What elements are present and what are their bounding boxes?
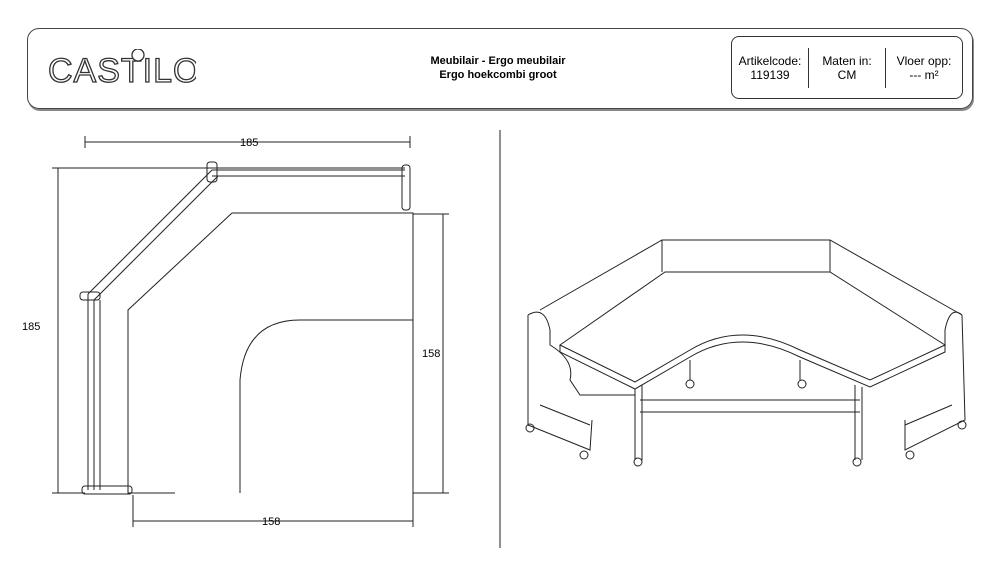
drawing-title: Meubilair - Ergo meubilair Ergo hoekcomb… — [328, 54, 668, 82]
units-label: Maten in: — [822, 53, 872, 68]
perspective-view — [525, 239, 967, 467]
floor-area-value: --- m² — [909, 67, 939, 82]
svg-text:CASTILO: CASTILO — [48, 52, 196, 89]
top-view: 185 185 158 158 — [22, 136, 449, 528]
dim-bottom: 158 — [262, 516, 280, 528]
dim-top: 185 — [240, 137, 258, 149]
article-code: Artikelcode: 119139 — [732, 54, 808, 82]
units-value: CM — [837, 67, 857, 82]
castilo-logo: CASTILO — [47, 49, 196, 89]
floor-area: Vloer opp: --- m² — [886, 54, 962, 82]
title-block: CASTILO Meubilair - Ergo meubilair Ergo … — [27, 28, 973, 109]
info-box: Artikelcode: 119139 Maten in: CM Vloer o… — [731, 36, 963, 99]
article-code-value: 119139 — [750, 67, 790, 82]
title-line-2: Ergo hoekcombi groot — [439, 69, 557, 81]
divider — [808, 47, 809, 88]
title-line-1: Meubilair - Ergo meubilair — [430, 55, 566, 67]
floor-area-label: Vloer opp: — [896, 53, 952, 68]
divider — [885, 47, 886, 88]
units: Maten in: CM — [809, 54, 885, 82]
article-code-label: Artikelcode: — [738, 53, 802, 68]
dim-left: 185 — [22, 321, 40, 333]
dim-right: 158 — [422, 348, 440, 360]
